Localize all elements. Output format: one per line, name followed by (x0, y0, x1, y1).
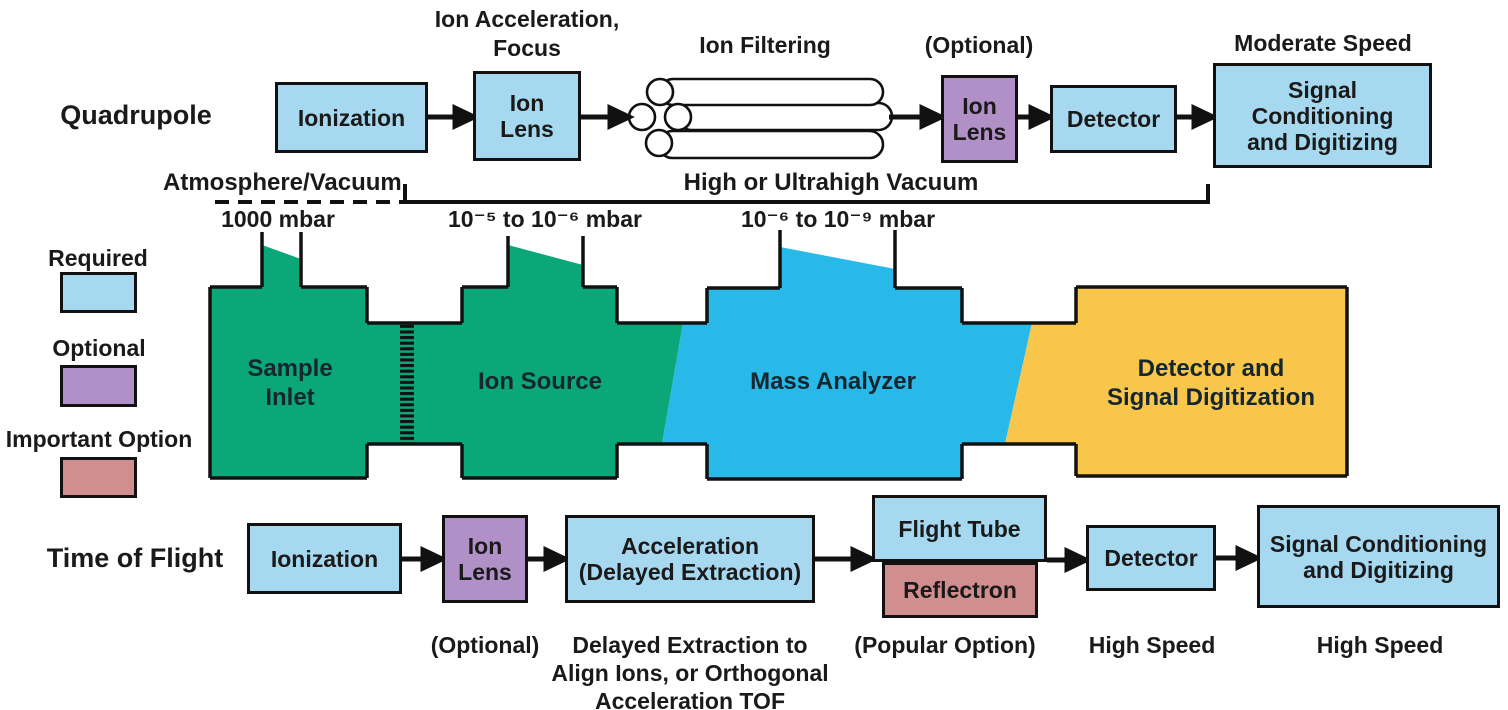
tof-reflectron-box: Reflectron (882, 562, 1038, 618)
pressure-10-6-mbar: 10⁻⁶ to 10⁻⁹ mbar (740, 206, 936, 232)
caption-high-speed-signal: High Speed (1316, 632, 1444, 658)
quadrupole-row-label: Quadrupole (60, 100, 212, 130)
caption-high-speed-detector: High Speed (1088, 632, 1216, 658)
caption-ion-acceleration-focus: Ion Acceleration, Focus (434, 6, 620, 61)
arrow (889, 104, 947, 130)
caption-moderate-speed: Moderate Speed (1234, 30, 1412, 56)
quadrupole-ion-lens-optional-box: Ion Lens (941, 75, 1018, 163)
arrow (428, 104, 480, 130)
pressure-1000-mbar: 1000 mbar (221, 206, 335, 232)
stage-label-ion-source: Ion Source (477, 368, 603, 395)
pressure-boundary-lines (215, 184, 1210, 204)
arrow (1047, 547, 1092, 573)
caption-optional-tof: (Optional) (430, 632, 540, 658)
arrow (528, 546, 571, 572)
tof-flight-tube-box: Flight Tube (872, 495, 1047, 562)
quadrupole-signal-box: Signal Conditioning and Digitizing (1213, 63, 1432, 168)
caption-ion-filtering: Ion Filtering (699, 32, 831, 58)
stage-shape-sample-inlet-ion-source (210, 245, 683, 478)
arrow (1018, 104, 1056, 130)
arrow (581, 104, 635, 130)
quadrupole-ion-lens-box: Ion Lens (473, 71, 581, 161)
legend-required-label: Required (48, 245, 148, 271)
legend-optional-label: Optional (52, 335, 146, 361)
stage-shape-mass-analyzer (662, 247, 1032, 479)
arrow (402, 546, 448, 572)
tof-ionization-box: Ionization (247, 523, 402, 594)
legend-required-swatch (60, 272, 137, 313)
caption-delayed-extraction: Delayed Extraction to Align Ions, or Ort… (551, 632, 829, 710)
high-vacuum-label: High or Ultrahigh Vacuum (683, 169, 979, 196)
stage-label-sample-inlet: Sample Inlet (247, 355, 333, 411)
stage-label-detector-digitization: Detector and Signal Digitization (1107, 355, 1315, 411)
inlet-barrier-hatch (400, 324, 414, 443)
tof-acceleration-box: Acceleration (Delayed Extraction) (565, 515, 815, 603)
tof-detector-box: Detector (1086, 525, 1216, 591)
tof-row-label: Time of Flight (46, 543, 224, 573)
arrow (1216, 545, 1263, 571)
legend-optional-swatch (60, 365, 137, 407)
quadrupole-detector-box: Detector (1050, 85, 1177, 153)
stage-label-mass-analyzer: Mass Analyzer (750, 368, 916, 395)
quadrupole-rods-icon (627, 77, 894, 160)
arrow (1177, 104, 1219, 130)
pressure-10-5-mbar: 10⁻⁵ to 10⁻⁶ mbar (448, 206, 642, 232)
flow-arrows-tof (402, 545, 1263, 573)
tof-signal-box: Signal Conditioning and Digitizing (1257, 505, 1500, 608)
stage-shape-detector-digitization (1005, 287, 1347, 476)
arrow (815, 546, 878, 572)
stage-outline (208, 230, 1349, 481)
caption-optional-quadrupole: (Optional) (924, 32, 1034, 58)
caption-popular-option: (Popular Option) (854, 632, 1036, 658)
tof-ion-lens-box: Ion Lens (442, 515, 528, 603)
legend-important-option-swatch (60, 457, 137, 498)
legend-important-option-label: Important Option (5, 426, 193, 452)
quadrupole-ionization-box: Ionization (275, 82, 428, 153)
atmosphere-vacuum-label: Atmosphere/Vacuum (163, 169, 402, 196)
flow-arrows-quadrupole (428, 104, 1219, 130)
